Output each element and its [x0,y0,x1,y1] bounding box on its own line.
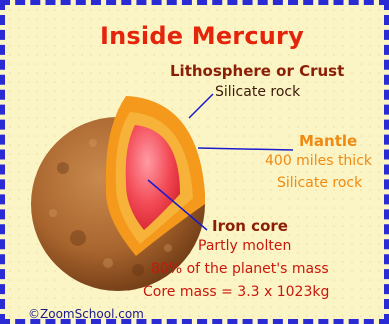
core-state: Partly molten [198,238,291,254]
core-mass: Core mass = 3.3 x 1023kg [143,284,329,300]
crust-label: Lithosphere or Crust [170,62,344,80]
mantle-label: Mantle [299,132,357,150]
credit-text: ©ZoomSchool.com [28,307,144,321]
core-label: Iron core [212,217,288,235]
mantle-thickness: 400 miles thick [265,153,372,169]
core-mass-share: 80% of the planet's mass [151,261,329,277]
crust-description: Silicate rock [215,84,300,100]
mantle-description: Silicate rock [277,175,362,191]
diagram-canvas: Inside Mercury Lithosphere or Crust Sili… [8,8,384,319]
diagram-title: Inside Mercury [100,22,304,50]
